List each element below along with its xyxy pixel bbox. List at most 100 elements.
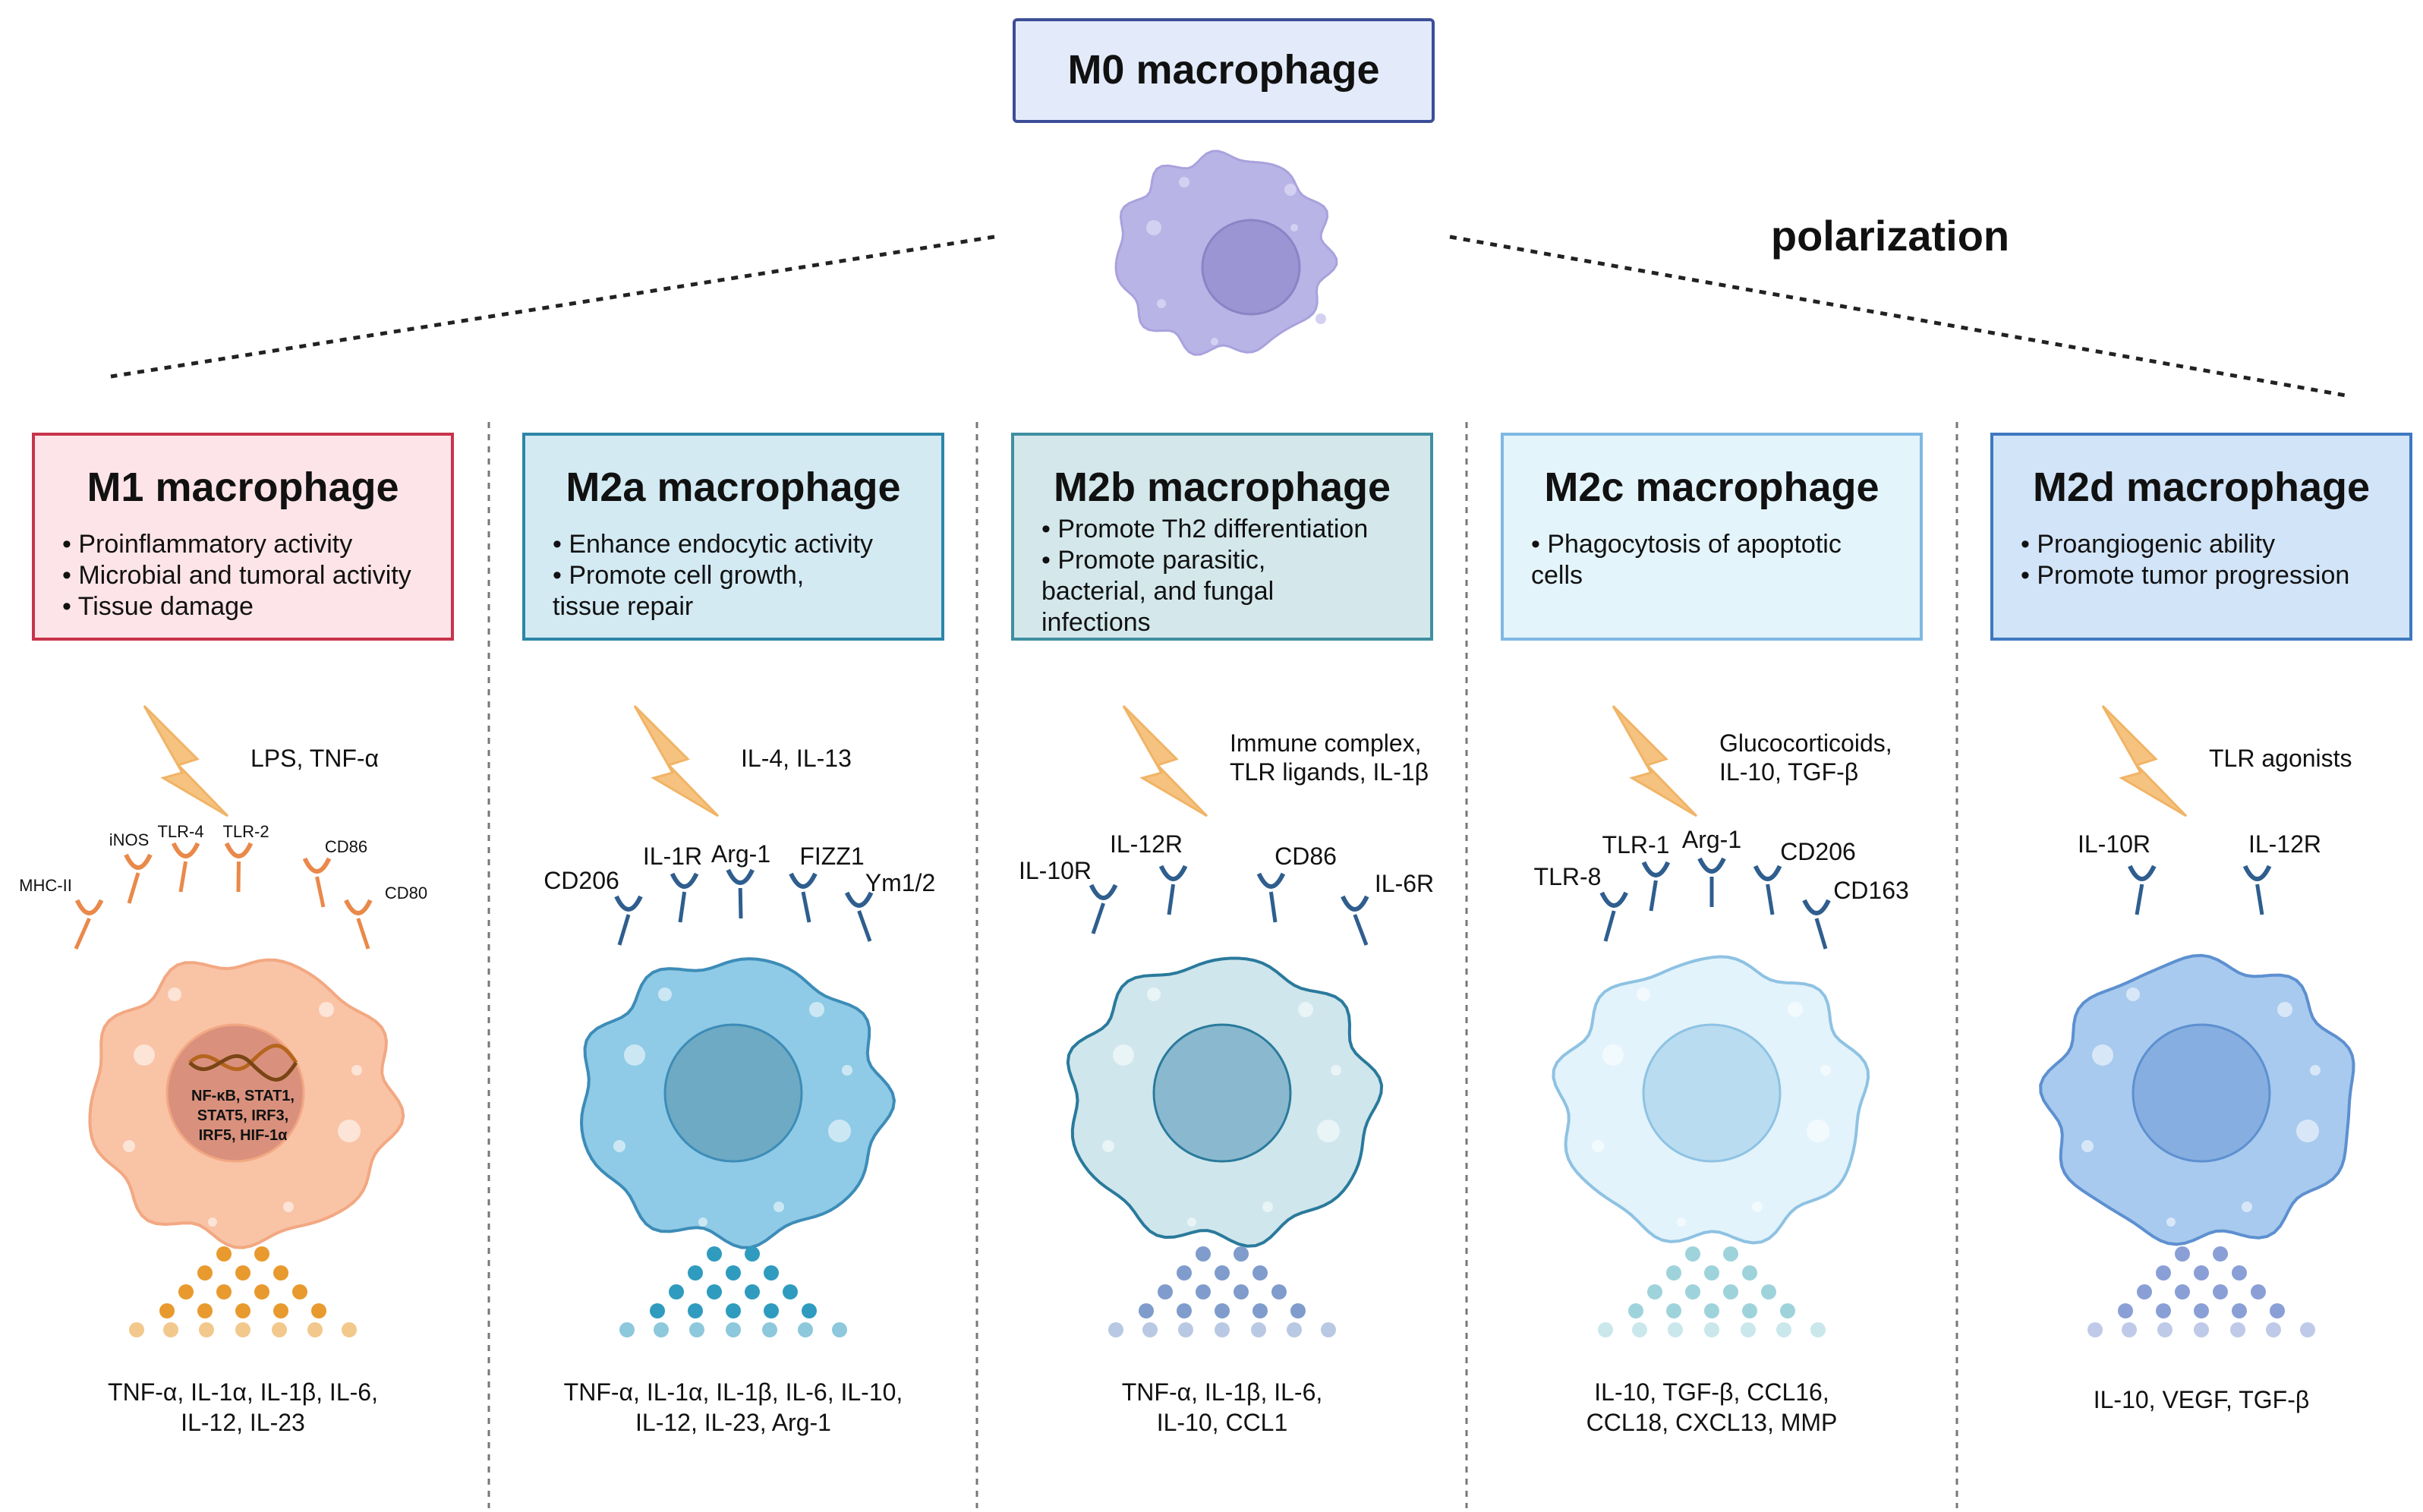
m2c-vesicle: [1592, 1140, 1604, 1152]
m1-receptor-label: TLR-4: [157, 822, 203, 841]
m2d-vesicle: [2081, 1140, 2094, 1152]
m1-nucleus-factor-text: IRF5, HIF-1α: [199, 1127, 288, 1144]
m2a-secreted-dot: [764, 1265, 779, 1280]
m2a-stimulus-text: IL-4, IL-13: [741, 745, 852, 772]
m0-vesicle: [1157, 299, 1166, 308]
m2d-secreted-dot: [2194, 1322, 2209, 1337]
m2b-nucleus: [1154, 1025, 1290, 1161]
m2a-nucleus: [665, 1025, 802, 1161]
m2a-vesicle: [774, 1202, 784, 1212]
m2b-secreted-dot: [1290, 1303, 1306, 1318]
m1-secreted-dot: [254, 1284, 269, 1299]
m2d-receptor-label: IL-12R: [2248, 830, 2321, 858]
m2c-stimulus-text: IL-10, TGF-β: [1719, 758, 1858, 786]
m2d-secreted-dot: [2194, 1265, 2209, 1280]
m2d-secreted-dot: [2157, 1322, 2173, 1337]
m2c-secreted-dot: [1761, 1284, 1776, 1299]
m1-receptor-stalk: [129, 873, 138, 903]
m2c-secreted-dot: [1685, 1284, 1700, 1299]
m2d-secreted-dot: [2232, 1303, 2247, 1318]
m2d-description-line: • Promote tumor progression: [2021, 561, 2349, 590]
m2c-vesicle: [1602, 1044, 1624, 1066]
m1-secreted-dot: [273, 1265, 288, 1280]
m2d-secreted-dot: [2156, 1303, 2171, 1318]
m1-secreted-dot: [178, 1284, 194, 1299]
m2b-vesicle: [1187, 1217, 1196, 1227]
m2a-receptor-icon: [673, 874, 697, 887]
panel-m2d: M2d macrophage• Proangiogenic ability• P…: [1992, 434, 2411, 1413]
m2c-secreted-dot: [1628, 1303, 1643, 1318]
m2b-secreted-dot: [1215, 1265, 1230, 1280]
m2c-receptor-label: CD163: [1833, 877, 1909, 904]
m2c-receptor-label: TLR-8: [1534, 863, 1602, 890]
m1-secreted-dot: [197, 1265, 213, 1280]
m2c-receptor-label: Arg-1: [1682, 826, 1741, 853]
m0-vesicle: [1290, 224, 1298, 232]
m2a-secreted-dot: [832, 1322, 847, 1337]
m2c-secreted-dot: [1780, 1303, 1795, 1318]
m2d-receptor-icon: [2245, 866, 2270, 879]
m1-nucleus-factor-text: STAT5, IRF3,: [197, 1107, 288, 1124]
m2c-vesicle: [1637, 988, 1650, 1001]
m2b-secreted-dot: [1251, 1322, 1266, 1337]
m2d-secreted-dot: [2137, 1284, 2152, 1299]
m2b-receptor-label: IL-12R: [1110, 830, 1183, 858]
m2d-receptor-label: IL-10R: [2078, 830, 2150, 858]
m2c-receptor-icon: [1700, 858, 1724, 871]
m2b-receptor-stalk: [1093, 903, 1104, 934]
m2c-vesicle: [1820, 1065, 1831, 1076]
m2c-secreted-dot: [1666, 1303, 1681, 1318]
m2c-receptor-icon: [1804, 900, 1829, 913]
m2d-description-line: • Proangiogenic ability: [2021, 530, 2275, 559]
m1-receptor-icon: [346, 900, 370, 913]
m2c-stimulus-lightning-icon: [1613, 706, 1697, 816]
m2a-receptor-icon: [616, 896, 641, 909]
m2c-description-line: • Phagocytosis of apoptotic: [1531, 530, 1842, 559]
m2b-secreted-dot: [1252, 1303, 1268, 1318]
m2d-vesicle: [2277, 1002, 2292, 1017]
m2a-secreted-dot: [688, 1303, 703, 1318]
m2c-receptor-stalk: [1816, 918, 1826, 949]
m2a-description-line: tissue repair: [553, 592, 693, 621]
m2c-receptor-stalk: [1651, 880, 1656, 911]
m2d-secreted-dot: [2087, 1322, 2103, 1337]
m2d-secreted-dot: [2213, 1284, 2228, 1299]
m1-receptor-stalk: [181, 862, 186, 892]
m2c-secreted-dot: [1742, 1265, 1757, 1280]
m2a-secreted-dot: [707, 1284, 722, 1299]
m2c-receptor-stalk: [1768, 884, 1772, 915]
m1-stimulus-lightning-icon: [144, 706, 228, 816]
m2c-secreted-dot: [1704, 1303, 1719, 1318]
m2c-receptor-label: TLR-1: [1602, 831, 1670, 858]
m1-secreted-dot: [163, 1322, 178, 1337]
m1-vesicle: [208, 1217, 217, 1227]
m2d-secreted-factors: [2087, 1246, 2315, 1337]
m2d-secreted-dot: [2118, 1303, 2133, 1318]
m2d-vesicle: [2310, 1065, 2321, 1076]
m2c-secretion-text: CCL18, CXCL13, MMP: [1586, 1409, 1838, 1436]
m0-vesicle: [1284, 184, 1297, 196]
m2a-receptor-stalk: [859, 911, 870, 941]
m2a-stimulus-lightning-icon: [635, 706, 718, 816]
m2a-secreted-dot: [669, 1284, 684, 1299]
m2b-secreted-dot: [1108, 1322, 1123, 1337]
m1-title: M1 macrophage: [87, 465, 399, 510]
m2b-receptor-stalk: [1271, 892, 1275, 922]
m2c-vesicle: [1752, 1202, 1763, 1212]
m1-secreted-dot: [199, 1322, 214, 1337]
m1-description-line: • Microbial and tumoral activity: [62, 561, 411, 590]
m2c-secreted-dot: [1741, 1322, 1756, 1337]
m1-receptor-icon: [226, 843, 250, 856]
m1-vesicle: [351, 1065, 362, 1076]
m2d-stimulus-lightning-icon: [2103, 706, 2186, 816]
m2a-secreted-factors: [619, 1246, 847, 1337]
m2b-vesicle: [1331, 1065, 1341, 1076]
m1-description-line: • Tissue damage: [62, 592, 254, 621]
m2a-receptor-label: FIZZ1: [799, 843, 864, 870]
m2d-receptor-icon: [2130, 866, 2154, 879]
m1-receptor-stalk: [358, 918, 368, 949]
m2b-secreted-dot: [1177, 1265, 1192, 1280]
m1-vesicle: [123, 1140, 135, 1152]
m2a-secreted-dot: [745, 1284, 760, 1299]
m1-secreted-dot: [292, 1284, 307, 1299]
